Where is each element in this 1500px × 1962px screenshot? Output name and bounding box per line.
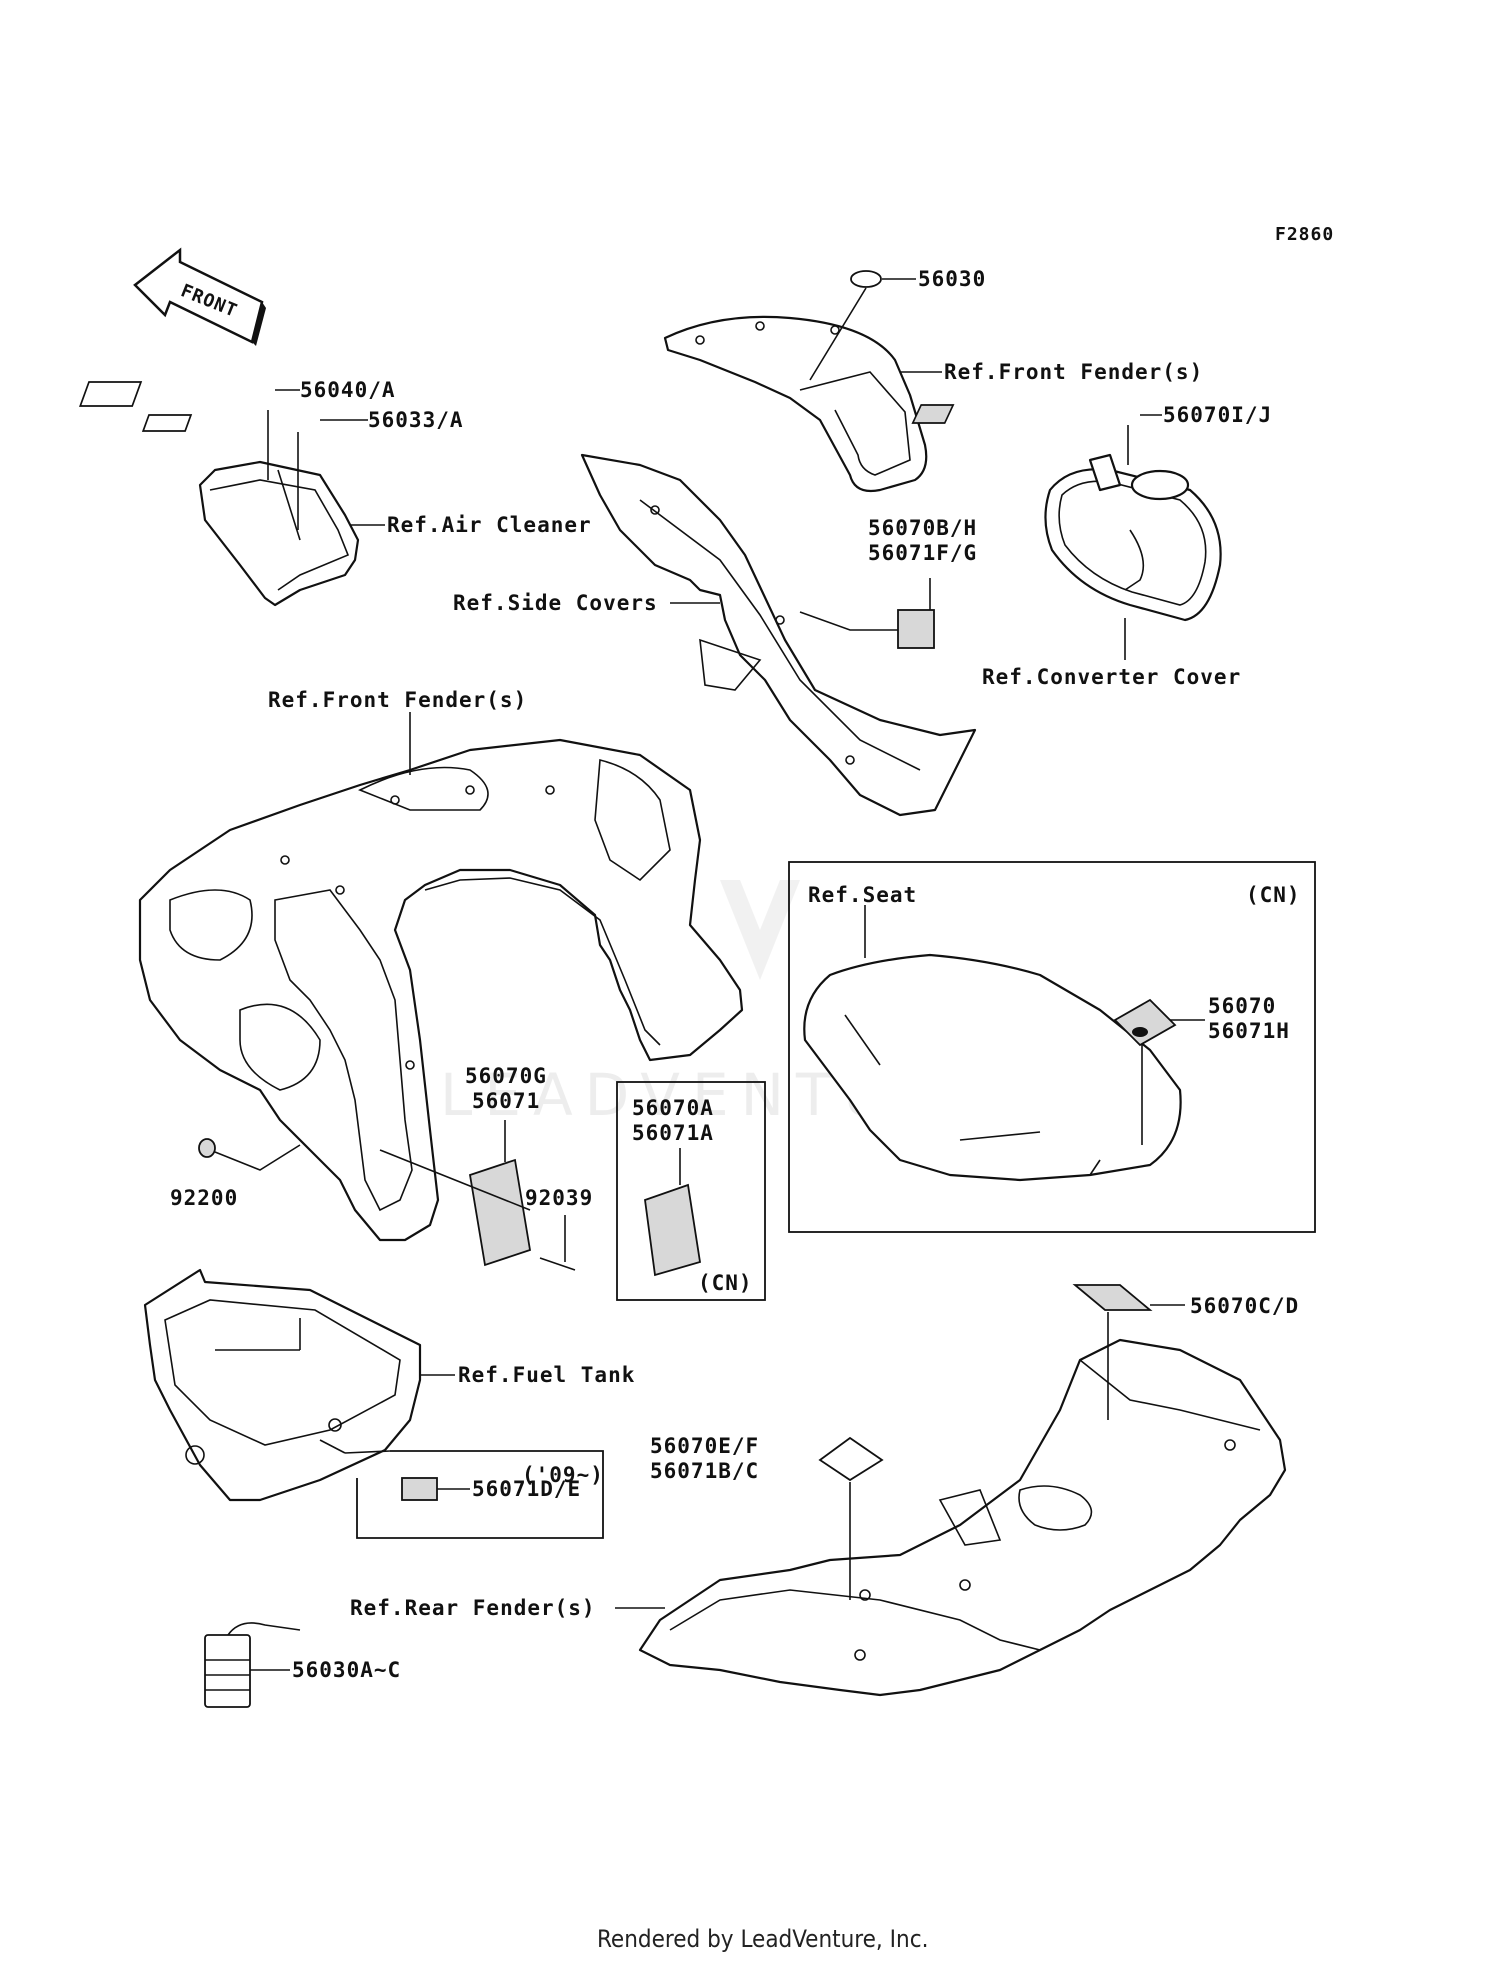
pin-92039-icon [539,1257,576,1271]
label-56070cd: 56070C/D [1190,1294,1299,1318]
decal-56070ef [818,1436,884,1482]
label-56040a: 56040/A [300,378,396,402]
tag-56030ac-icon [204,1622,301,1708]
year-box [356,1450,604,1539]
decal-56033a [141,414,193,432]
cn-box-56070a [616,1081,766,1301]
label-ref-fuel-tank: Ref.Fuel Tank [458,1363,635,1387]
label-ref-front-fender-top: Ref.Front Fender(s) [944,360,1203,384]
clip-92200-icon [198,1138,216,1158]
label-ref-side-covers: Ref.Side Covers [453,591,658,615]
label-56071h: 56071H [1208,1019,1290,1043]
rear-fender-part [638,1338,1287,1697]
converter-cover-part [1044,453,1222,622]
decal-56070ij [911,404,955,424]
decal-56070bh [897,609,935,649]
front-fender-top-part [663,315,928,493]
label-56033a: 56033/A [368,408,464,432]
label-56030: 56030 [918,267,986,291]
label-ref-rear-fender: Ref.Rear Fender(s) [350,1596,596,1620]
side-covers-part [580,453,977,817]
decal-56070a [644,1183,702,1277]
label-ref-air-cleaner: Ref.Air Cleaner [387,513,592,537]
fuel-tank-part [143,1268,422,1502]
label-ref-seat: Ref.Seat [808,883,917,907]
label-year-09: ('09~) [522,1463,604,1487]
label-56070ef: 56070E/F [650,1434,759,1458]
label-56070a: 56070A [632,1096,714,1120]
cn-box-tag: (CN) [698,1271,753,1295]
label-ref-front-fender-main: Ref.Front Fender(s) [268,688,527,712]
label-56071: 56071 [472,1089,540,1113]
seat-cn-tag: (CN) [1246,883,1301,907]
seat-box [788,861,1316,1233]
front-fender-main-part [138,738,744,1242]
decal-56070 [1113,998,1177,1047]
label-56070bh: 56070B/H [868,516,977,540]
decal-56070g [468,1158,532,1267]
figure-code: F2860 [1275,224,1334,245]
label-92200: 92200 [170,1186,238,1210]
decal-56030 [850,270,882,288]
seat-part [803,953,1182,1182]
label-56070g: 56070G [465,1064,547,1088]
label-56071a: 56071A [632,1121,714,1145]
decal-56071de [401,1477,438,1501]
label-92039: 92039 [525,1186,593,1210]
label-56071bc: 56071B/C [650,1459,759,1483]
label-ref-converter-cover: Ref.Converter Cover [982,665,1241,689]
decal-56070cd [1072,1284,1153,1311]
label-56070: 56070 [1208,994,1276,1018]
label-56070ij: 56070I/J [1163,403,1272,427]
decal-56040a [79,381,143,407]
label-56030ac: 56030A~C [292,1658,401,1682]
air-cleaner-cover-part [198,460,360,607]
front-arrow-icon: FRONT [133,247,266,346]
footer-credit: Rendered by LeadVenture, Inc. [597,1925,928,1953]
label-56071fg: 56071F/G [868,541,977,565]
label-56071de: 56071D/E [472,1477,581,1501]
